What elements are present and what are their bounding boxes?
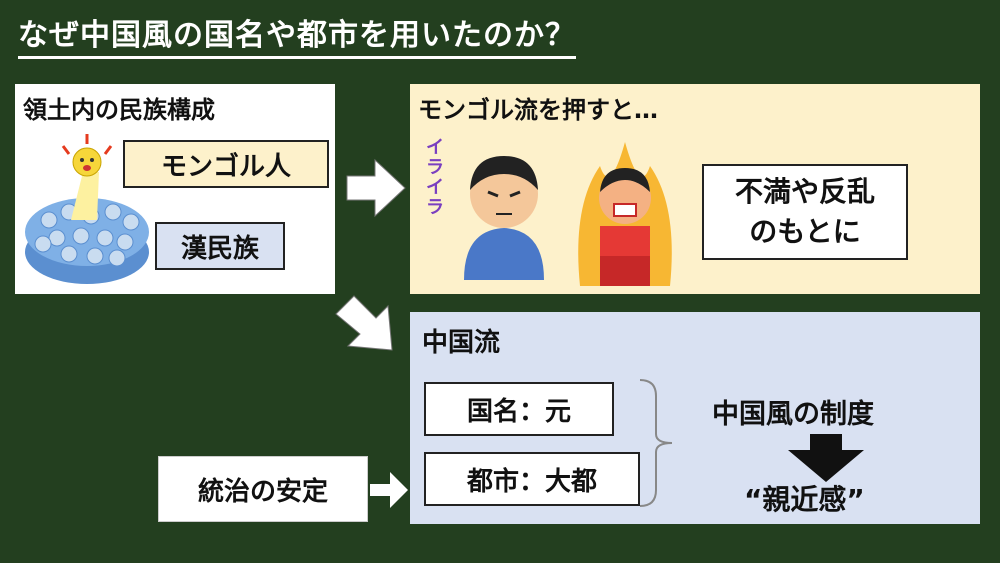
stable-governance-label: 統治の安定	[158, 456, 368, 522]
irritated-text: イライラ	[426, 137, 444, 218]
unrest-line-1: 不満や反乱	[734, 175, 875, 208]
angry-person-illustration	[578, 142, 672, 286]
mongol-way-heading: モンゴル流を押すと…	[418, 96, 658, 124]
mongol-label: モンゴル人	[123, 140, 329, 188]
chinese-way-heading: 中国流	[422, 328, 501, 358]
mongol-way-panel: モンゴル流を押すと… イライラ 不満や反乱 のもとに	[410, 84, 980, 294]
ethnic-composition-panel: 領土内の民族構成 モンゴル人 漢民族	[15, 84, 335, 294]
unrest-cause-label: 不満や反乱 のもとに	[702, 164, 908, 260]
han-label: 漢民族	[155, 222, 285, 270]
ethnic-composition-heading: 領土内の民族構成	[23, 96, 215, 124]
affinity-label: “親近感”	[744, 483, 865, 516]
capital-label: 都市：大都	[424, 452, 640, 506]
arrow-down-right-icon	[335, 295, 393, 351]
chinese-system-label: 中国風の制度	[712, 399, 874, 430]
arrow-down-icon	[788, 434, 864, 482]
country-name-label: 国名：元	[424, 382, 614, 436]
arrow-right-small-icon	[370, 472, 408, 508]
arrow-right-icon	[346, 158, 406, 218]
chinese-way-panel: 中国流 国名：元 都市：大都 中国風の制度 “親近感”	[410, 312, 980, 524]
crowd-illustration	[25, 134, 149, 284]
page-title: なぜ中国風の国名や都市を用いたのか？	[18, 10, 576, 59]
unrest-line-2: のもとに	[749, 215, 861, 248]
irritated-person-illustration	[464, 156, 544, 280]
bracket-icon	[639, 379, 673, 507]
